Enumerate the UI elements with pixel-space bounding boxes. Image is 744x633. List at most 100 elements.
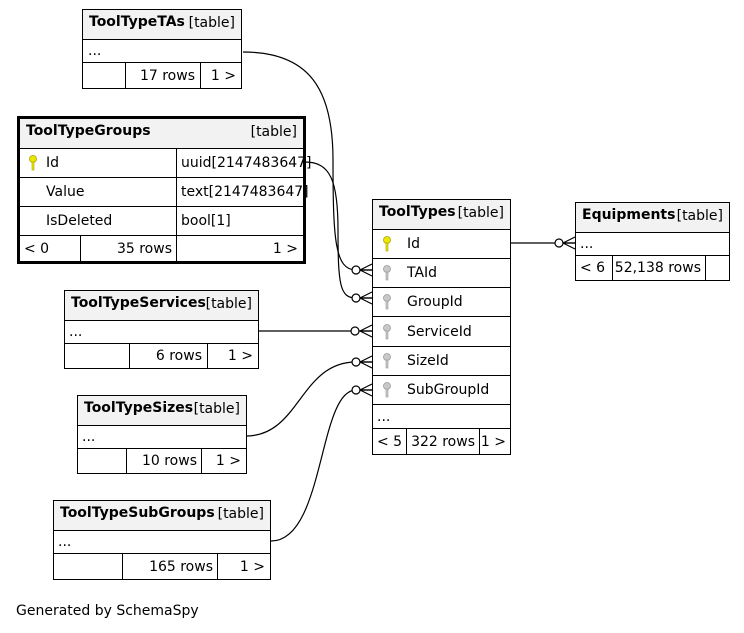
table-tooltypesizes[interactable]: ToolTypeSizes [table] ... 10 rows 1 > — [77, 395, 247, 474]
column-name: Id — [407, 236, 421, 252]
table-name: ToolTypeTAs — [89, 14, 185, 30]
table-footer: 6 rows 1 > — [65, 344, 258, 368]
table-name: ToolTypeServices — [71, 295, 206, 311]
row-count: 322 rows — [411, 433, 475, 450]
column-row[interactable]: Id uuid[2147483647] — [20, 149, 312, 178]
table-footer: < 6 52,138 rows — [576, 256, 729, 280]
row-count: 35 rows — [116, 240, 172, 257]
table-type-tag: [table] — [457, 205, 504, 221]
row-count: 6 rows — [155, 348, 202, 364]
children-count[interactable]: 1 > — [215, 453, 241, 469]
row-count: 17 rows — [139, 67, 195, 84]
row-count: 52,138 rows — [614, 260, 701, 276]
foreign-key-icon — [383, 353, 391, 369]
column-type: bool[1] — [181, 213, 231, 229]
foreign-key-icon — [383, 265, 391, 281]
ellipsis: ... — [58, 534, 72, 550]
table-type-tag: [table] — [188, 15, 235, 31]
column-name: Id — [46, 155, 60, 171]
children-count[interactable]: 1 > — [227, 348, 253, 364]
ellipsis: ... — [69, 324, 83, 340]
table-tooltypegroups[interactable]: ToolTypeGroups [table] Id uuid[214748364… — [17, 116, 312, 264]
edge-tooltypesubgroups-to-tooltypes — [270, 389, 372, 542]
table-type-tag: [table] — [205, 296, 252, 312]
column-name: ServiceId — [407, 323, 472, 340]
table-header[interactable]: ToolTypeServices [table] — [65, 291, 258, 321]
columns-ellipsis-row: ... — [54, 531, 270, 554]
generated-by-footer: Generated by SchemaSpy — [16, 603, 199, 619]
children-count[interactable]: 1 > — [272, 240, 298, 257]
table-type-tag: [table] — [250, 124, 297, 140]
columns-ellipsis-row: ... — [83, 40, 241, 63]
table-footer: 17 rows 1 > — [83, 63, 241, 88]
column-name: SubGroupId — [407, 382, 490, 398]
children-count[interactable]: 1 > — [480, 433, 506, 450]
row-count: 10 rows — [141, 453, 197, 469]
table-name: ToolTypeSubGroups — [60, 505, 215, 521]
table-header[interactable]: Equipments [table] — [576, 203, 729, 233]
columns-ellipsis-row: ... — [65, 321, 258, 344]
cardinality-circle — [351, 385, 361, 395]
table-name: ToolTypes — [379, 204, 456, 220]
column-name: Value — [46, 184, 85, 200]
cardinality-circle — [351, 293, 361, 303]
column-name: SizeId — [407, 353, 449, 369]
table-type-tag: [table] — [217, 506, 264, 522]
primary-key-icon — [29, 155, 37, 171]
table-header[interactable]: ToolTypeSubGroups [table] — [54, 501, 270, 531]
row-count: 165 rows — [149, 558, 213, 575]
table-footer: < 0 35 rows 1 > — [20, 236, 303, 261]
ellipsis: ... — [88, 43, 102, 59]
ellipsis: ... — [580, 236, 594, 252]
ellipsis: ... — [82, 429, 96, 445]
column-type: uuid[2147483647] — [181, 155, 312, 171]
column-row[interactable]: TAId — [373, 259, 510, 288]
table-name: Equipments — [582, 207, 676, 223]
column-row[interactable]: SubGroupId — [373, 376, 510, 405]
cardinality-circle — [350, 326, 360, 336]
cardinality-circle — [351, 265, 361, 275]
column-row[interactable]: ServiceId — [373, 317, 510, 347]
column-row[interactable]: Value text[2147483647] — [20, 178, 309, 207]
table-header[interactable]: ToolTypeSizes [table] — [78, 396, 246, 426]
table-footer: < 5 322 rows 1 > — [373, 429, 510, 454]
primary-key-icon — [383, 236, 391, 252]
column-row[interactable]: GroupId — [373, 288, 510, 317]
children-count[interactable]: 1 > — [239, 558, 265, 575]
table-tooltypeservices[interactable]: ToolTypeServices [table] ... 6 rows 1 > — [64, 290, 259, 369]
table-header[interactable]: ToolTypeTAs [table] — [83, 10, 241, 40]
parents-count[interactable]: < 6 — [580, 260, 606, 276]
table-name: ToolTypeSizes — [84, 400, 194, 416]
table-equipments[interactable]: Equipments [table] ... < 6 52,138 rows — [575, 202, 730, 281]
table-tooltypesubgroups[interactable]: ToolTypeSubGroups [table] ... 165 rows 1… — [53, 500, 271, 580]
table-tooltypes[interactable]: ToolTypes [table] Id TAId GroupId Servic… — [372, 199, 511, 455]
foreign-key-icon — [383, 323, 391, 339]
columns-ellipsis-row: ... — [78, 426, 246, 449]
children-count[interactable]: 1 > — [210, 67, 236, 84]
table-footer: 10 rows 1 > — [78, 449, 246, 473]
foreign-key-icon — [383, 294, 391, 310]
column-name: IsDeleted — [46, 213, 113, 229]
edge-tooltypesizes-to-tooltypes — [245, 361, 372, 437]
foreign-key-icon — [383, 382, 391, 398]
column-row[interactable]: IsDeleted bool[1] — [20, 207, 303, 236]
cardinality-circle — [554, 238, 564, 248]
columns-ellipsis-row: ... — [576, 233, 729, 256]
table-footer: 165 rows 1 > — [54, 554, 270, 579]
table-header[interactable]: ToolTypes [table] — [373, 200, 510, 230]
columns-ellipsis-row: ... — [373, 405, 510, 429]
cardinality-circle — [351, 357, 361, 367]
parents-count[interactable]: < 5 — [377, 433, 403, 450]
table-tooltypetas[interactable]: ToolTypeTAs [table] ... 17 rows 1 > — [82, 9, 242, 89]
parents-count[interactable]: < 0 — [24, 240, 50, 257]
column-name: TAId — [407, 265, 438, 281]
ellipsis: ... — [377, 408, 391, 425]
table-type-tag: [table] — [193, 401, 240, 417]
column-type: text[2147483647] — [181, 184, 309, 200]
table-header[interactable]: ToolTypeGroups [table] — [20, 119, 303, 149]
table-name: ToolTypeGroups — [26, 123, 151, 139]
column-row[interactable]: Id — [373, 230, 510, 259]
column-row[interactable]: SizeId — [373, 347, 510, 376]
edge-tooltypegroups-to-tooltypes — [304, 161, 372, 299]
table-type-tag: [table] — [676, 208, 723, 224]
